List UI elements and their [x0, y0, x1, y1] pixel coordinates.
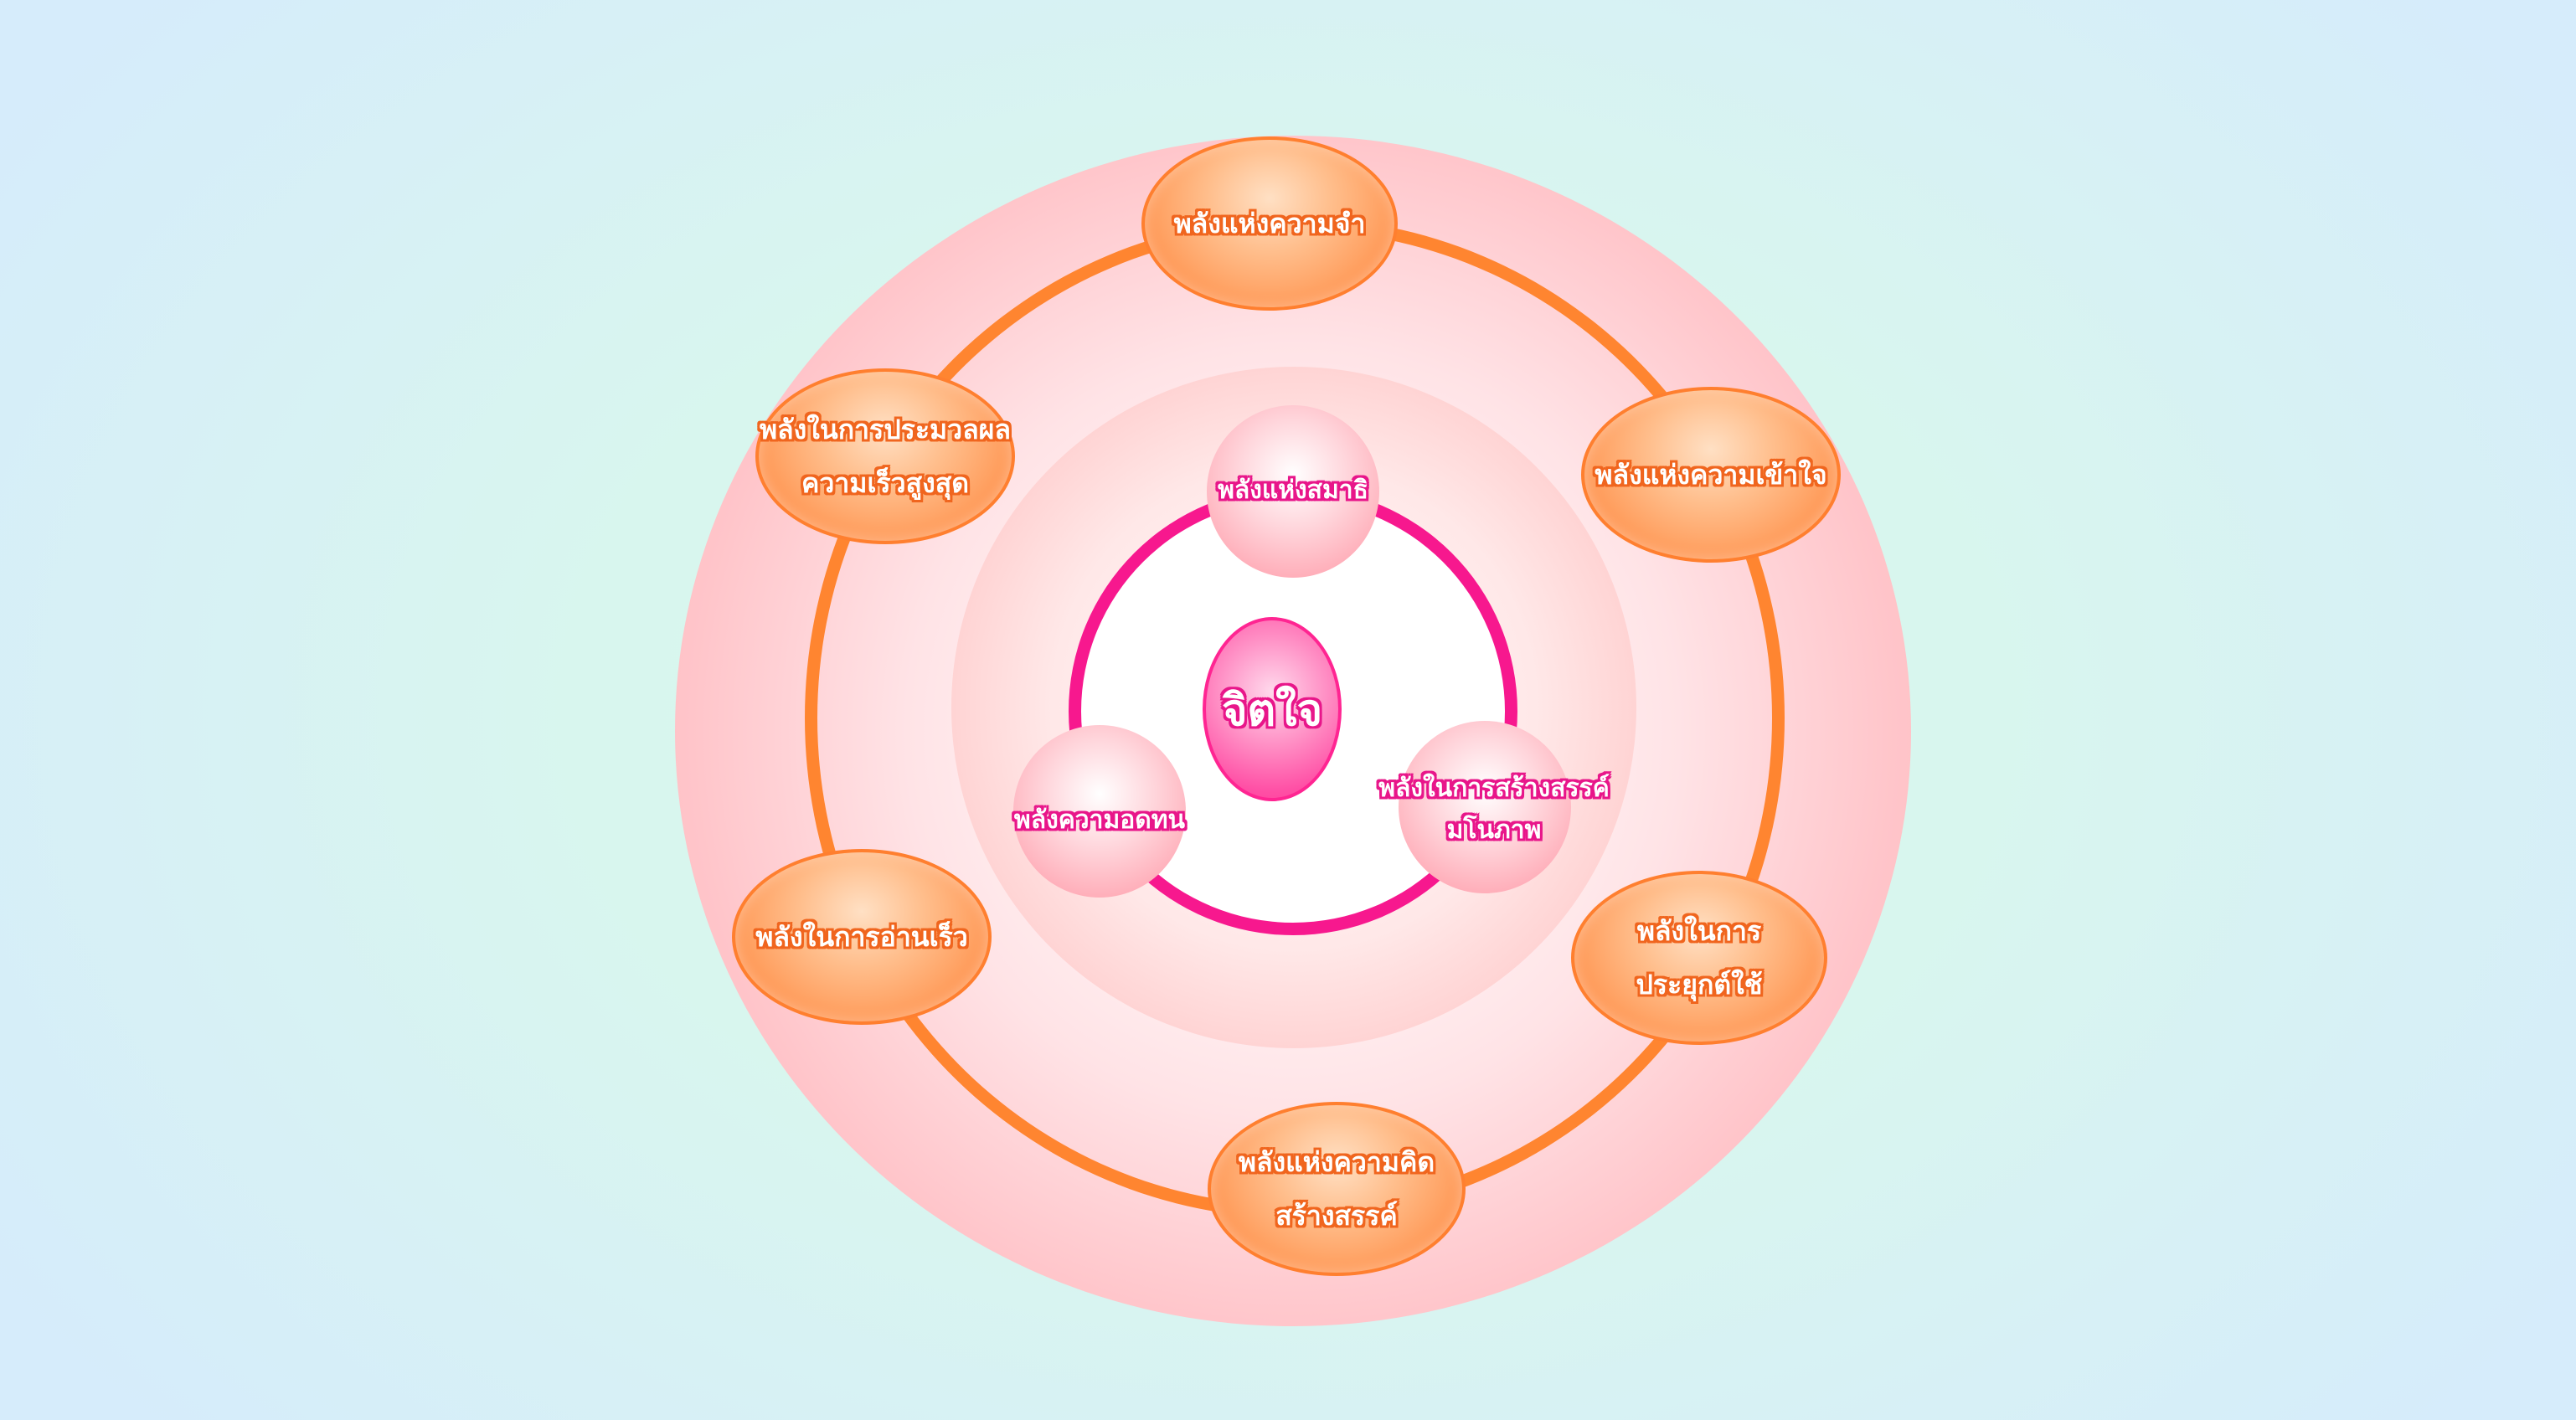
outer-node-processing-label-2: ความเร็วสูงสุด [801, 467, 969, 499]
center-node-label: จิตใจ [1221, 685, 1323, 736]
outer-node-application-label-2: ประยุกต์ใช้ [1636, 969, 1763, 1001]
inner-node-visualization-label-box: พลังในการสร้างสรรค์ มโนภาพ [1335, 764, 1653, 856]
inner-node-patience-label: พลังความอดทน [1013, 805, 1186, 835]
outer-node-speed-reading-label: พลังในการอ่านเร็ว [755, 921, 968, 953]
outer-node-memory-label: พลังแห่งความจำ [1173, 208, 1366, 239]
outer-node-creative-thinking-label-1: พลังแห่งความคิด [1238, 1146, 1435, 1178]
outer-node-application-label-1: พลังในการ [1636, 915, 1762, 947]
inner-node-concentration-label: พลังแห่งสมาธิ [1218, 476, 1368, 505]
outer-node-application: พลังในการ ประยุกต์ใช้ [1571, 871, 1827, 1045]
inner-node-concentration-label-box: พลังแห่งสมาธิ [1167, 467, 1419, 514]
outer-node-processing: พลังในการประมวลผล ความเร็วสูงสุด [755, 368, 1015, 544]
outer-node-understanding: พลังแห่งความเข้าใจ [1581, 387, 1841, 563]
inner-node-visualization-label-2: มโนภาพ [1446, 815, 1542, 845]
inner-node-visualization-label-1: พลังในการสร้างสรรค์ [1378, 774, 1610, 803]
outer-node-understanding-label: พลังแห่งความเข้าใจ [1595, 459, 1827, 491]
outer-node-creative-thinking-label-2: สร้างสรรค์ [1275, 1200, 1398, 1232]
inner-node-concentration [1207, 405, 1379, 578]
inner-node-patience-label-box: พลังความอดทน [974, 797, 1225, 844]
center-node: จิตใจ [1203, 617, 1342, 801]
inner-node-patience [1013, 725, 1186, 898]
outer-node-processing-label-1: พลังในการประมวลผล [759, 414, 1012, 445]
inner-node-visualization [1399, 721, 1571, 893]
outer-node-creative-thinking: พลังแห่งความคิด สร้างสรรค์ [1208, 1102, 1466, 1276]
outer-node-speed-reading: พลังในการอ่านเร็ว [732, 849, 992, 1025]
outer-node-memory: พลังแห่งความจำ [1141, 136, 1398, 311]
